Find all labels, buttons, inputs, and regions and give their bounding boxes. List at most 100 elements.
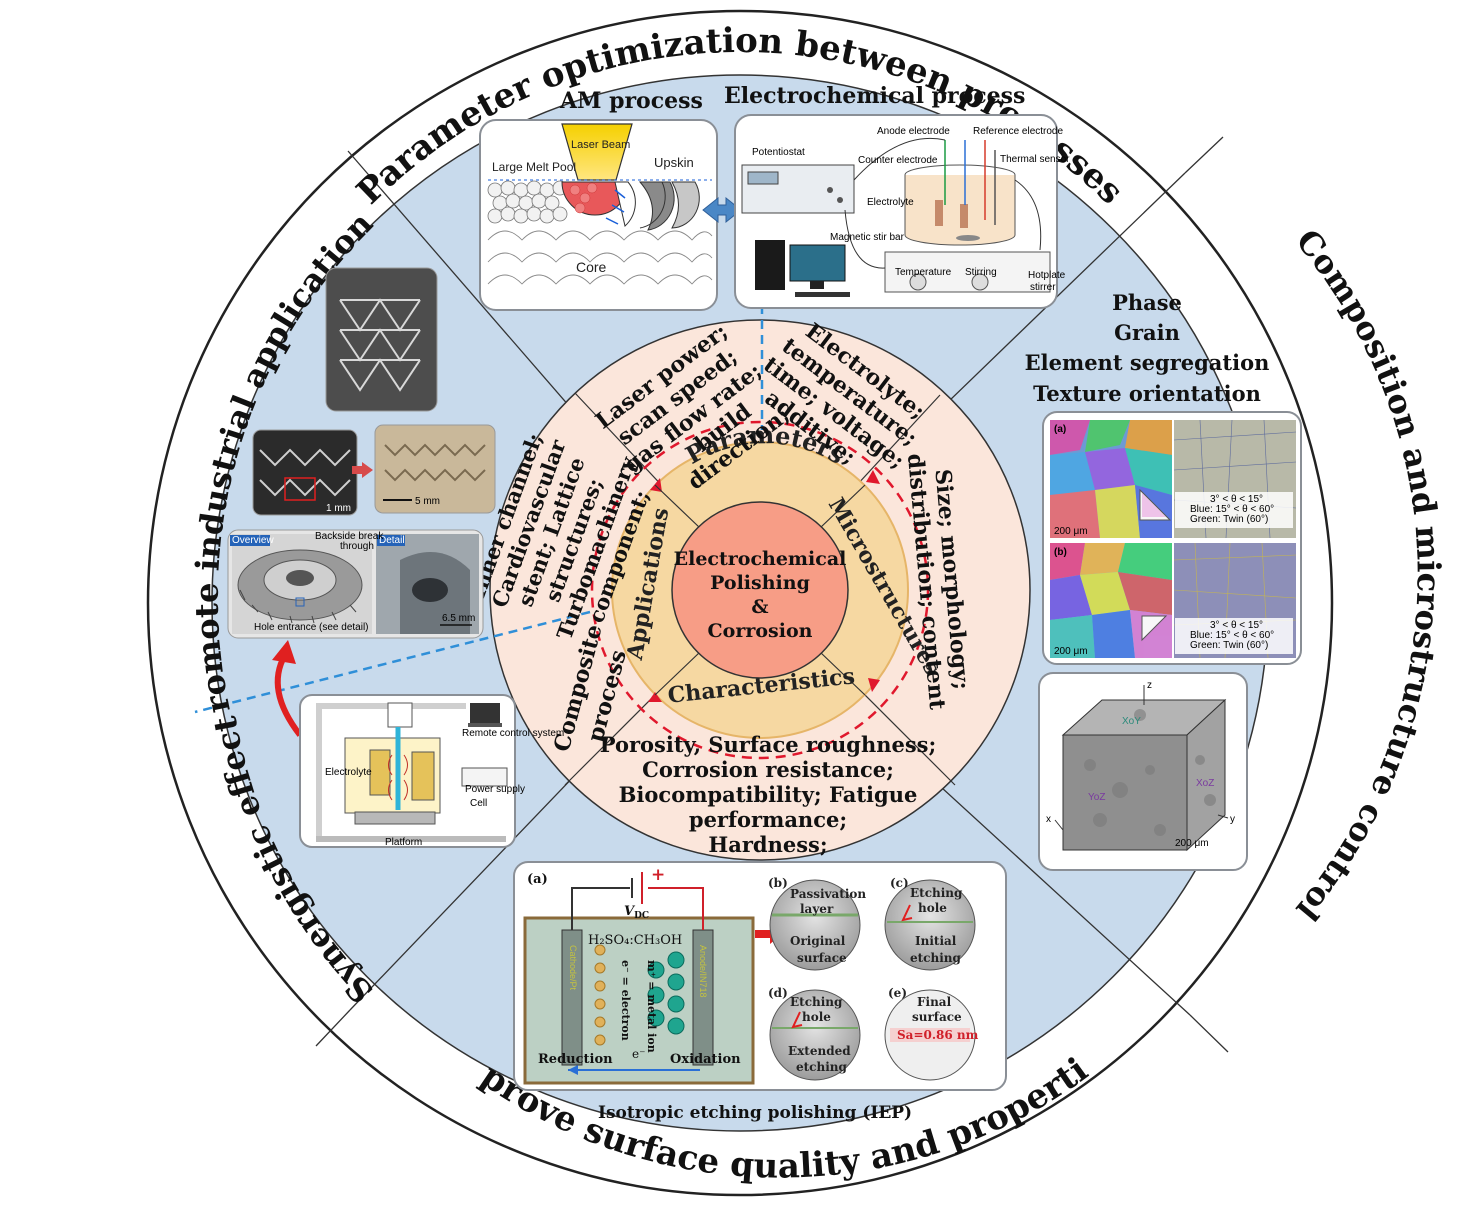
hole-entrance-label: Hole entrance (see detail) <box>254 622 369 633</box>
ebsd-b-scale: 200 μm <box>1054 646 1088 657</box>
cube-z-axis: z <box>1147 680 1152 691</box>
char-param-2: Biocompatibility; Fatigue <box>619 782 918 807</box>
iep-c: (c) <box>890 876 909 890</box>
syn-platform-label: Platform <box>385 837 422 848</box>
overview-label: Overview <box>232 535 274 546</box>
micro-list: Phase Grain Element segregation Texture … <box>1025 290 1270 406</box>
ec-panel-title: Electrochemical process <box>724 83 1025 109</box>
iep-b-top2: layer <box>800 902 834 916</box>
syn-cell-label: Cell <box>470 798 487 809</box>
cube-x-axis: x <box>1046 814 1051 825</box>
ebsd-a-legend-0: 3° < θ < 15° <box>1210 494 1263 505</box>
iep-b-bot: Original <box>790 934 846 948</box>
cube-scale: 200 μm <box>1175 838 1209 849</box>
iep-e: (e) <box>888 986 907 1000</box>
iep-reduction: Reduction <box>538 1052 613 1067</box>
anode-electrode-label: Anode electrode <box>877 126 950 137</box>
iep-d: (d) <box>768 986 788 1000</box>
char-param-4: Hardness; <box>708 832 827 857</box>
am-panel-title: AM process <box>559 88 703 114</box>
iep-c-top: Etching <box>910 886 963 900</box>
ec-illustration <box>741 137 1051 297</box>
iep-stage-circles <box>769 879 976 1081</box>
iep-d-bot2: etching <box>796 1060 847 1074</box>
iep-b: (b) <box>768 876 788 890</box>
stent-scale-label: 5 mm <box>415 496 440 507</box>
stent-scale2-label: 1 mm <box>326 503 351 514</box>
center-line-4: Corrosion <box>708 620 813 642</box>
micro-list-1: Grain <box>1114 320 1180 345</box>
blue-dash-left <box>194 610 591 714</box>
iep-anode: Anode/IN718 <box>698 945 708 998</box>
char-params-text: Porosity, Surface roughness; Corrosion r… <box>600 732 937 857</box>
char-param-0: Porosity, Surface roughness; <box>600 732 937 757</box>
cube-y-axis: y <box>1230 814 1235 825</box>
char-param-1: Corrosion resistance; <box>642 757 894 782</box>
center-text: Electrochemical Polishing & Corrosion <box>674 548 847 642</box>
center-line-1: Electrochemical <box>674 548 847 570</box>
cube-xoy: XoY <box>1122 716 1141 727</box>
stir-bar-label: Magnetic stir bar <box>830 232 905 243</box>
ebsd-a-legend-2: Green: Twin (60°) <box>1190 514 1268 525</box>
iep-metal-def: m⁺ = metal ion <box>645 960 658 1053</box>
reference-electrode-label: Reference electrode <box>973 126 1063 137</box>
inner-band-dash <box>590 420 930 760</box>
iep-cathode: Cathode/Pt <box>568 945 578 991</box>
iep-c-bot: Initial <box>915 934 957 948</box>
laser-beam-label: Laser Beam <box>571 139 630 151</box>
hotplate-label: Hotplate <box>1028 270 1066 281</box>
iep-d-bot: Extended <box>788 1044 851 1058</box>
iep-c-top2: hole <box>918 901 947 915</box>
micro-list-3: Texture orientation <box>1033 381 1261 406</box>
stirring-label: Stirring <box>965 267 997 278</box>
iep-electrolyte: H₂SO₄:CH₃OH <box>588 933 682 948</box>
cube-yoz: YoZ <box>1088 792 1105 803</box>
cycle-arrows <box>648 470 880 702</box>
counter-electrode-label: Counter electrode <box>858 155 938 166</box>
backside-label: Backside break <box>315 531 384 542</box>
iep-b-top: Passivation <box>790 887 866 901</box>
center-line-3: & <box>751 596 768 618</box>
ebsd-a-label: (a) <box>1054 424 1066 435</box>
electrolyte-label: Electrolyte <box>867 197 914 208</box>
stent-photos <box>252 424 496 516</box>
iep-circle-labels: (b) Passivation layer Original surface (… <box>768 876 979 1074</box>
iep-electron-arrow-label: e⁻ <box>632 1047 645 1061</box>
ebsd-a-scale: 200 μm <box>1054 526 1088 537</box>
lattice-photo <box>325 267 438 412</box>
iep-e-top: Final <box>917 995 952 1009</box>
ebsd-b-label: (b) <box>1054 547 1067 558</box>
iep-b-bot2: surface <box>797 951 847 965</box>
center-circle <box>671 501 849 679</box>
ebsd-b-legend-2: Green: Twin (60°) <box>1190 640 1268 651</box>
center-line-2: Polishing <box>710 572 810 594</box>
cube-xoz: XoZ <box>1196 778 1214 789</box>
iep-c-bot2: etching <box>910 951 961 965</box>
iep-e-sa: Sa=0.86 nm <box>897 1028 979 1042</box>
micro-list-0: Phase <box>1112 290 1182 315</box>
iep-plus: + <box>651 865 665 885</box>
syn-power-label: Power supply <box>465 784 525 795</box>
turbo-scale-label: 6.5 mm <box>442 613 475 624</box>
iep-oxidation: Oxidation <box>670 1052 741 1067</box>
iep-cell <box>523 872 782 1085</box>
ebsd-b-legend-0: 3° < θ < 15° <box>1210 620 1263 631</box>
upskin-label: Upskin <box>654 155 694 170</box>
syn-remote-label: Remote control system <box>462 728 564 739</box>
char-param-3: performance; <box>689 807 847 832</box>
ebsd-b-legend-1: Blue: 15° < θ < 60° <box>1190 630 1274 641</box>
iep-d-top: Etching <box>790 995 843 1009</box>
syn-electrolyte-label: Electrolyte <box>325 767 372 778</box>
iep-a-label: (a) <box>527 872 548 887</box>
iep-electron-def: e⁻ = electron <box>619 960 632 1041</box>
backside2-label: through <box>340 541 374 552</box>
turbomachinery-photo <box>227 529 484 639</box>
ebsd-maps <box>1050 419 1297 659</box>
micro-list-2: Element segregation <box>1025 350 1270 375</box>
cube-illustration <box>1054 685 1229 852</box>
synergistic-setup <box>299 694 516 848</box>
core-label: Core <box>576 259 607 275</box>
temperature-label: Temperature <box>895 267 952 278</box>
potentiostat-label: Potentiostat <box>752 147 805 158</box>
